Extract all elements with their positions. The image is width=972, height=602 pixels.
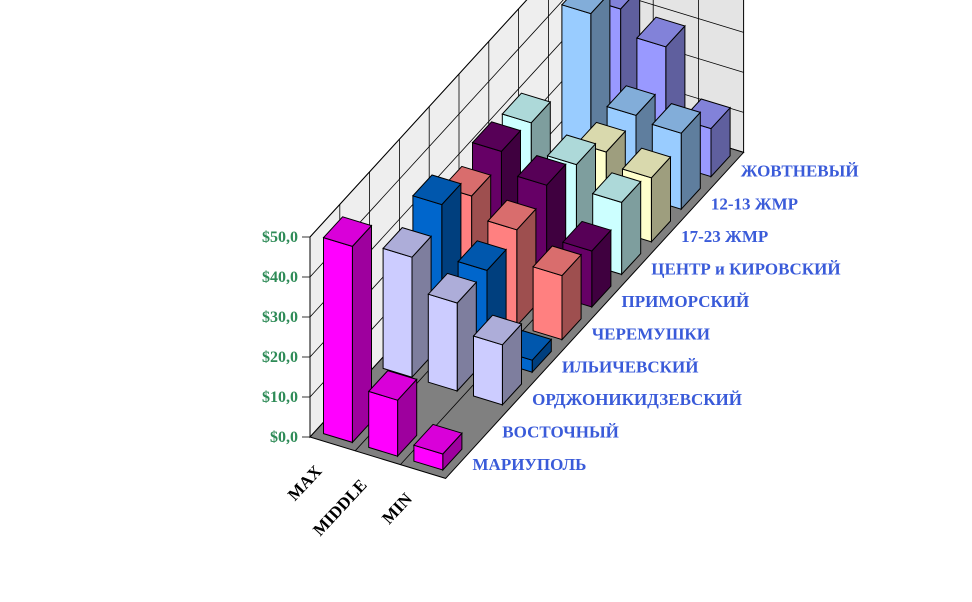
series-label: MAX [284,461,326,504]
bar-front-face [427,293,458,392]
y-tick-label: $30,0 [262,309,298,326]
bar-top-face [560,0,604,15]
bar-MIDDLE-ОРДЖОНИКИДЗЕВСКИЙ [427,272,478,393]
category-label: 17-23 ЖМР [681,227,768,246]
bar-front-face [323,236,353,444]
bar-top-face [322,216,373,247]
bar-top-face [472,314,523,346]
bar-MIN-МАРИУПОЛЬ [412,423,463,472]
y-tick-label: $0,0 [270,429,298,446]
bar-top-face [412,423,463,455]
bar-top-face [471,121,522,152]
bar-MAX-МАРИУПОЛЬ [322,216,373,444]
series-label: MIN [378,489,416,528]
bar-top-face [457,240,508,271]
bar-top-face [651,103,702,134]
series-label: MIDDLE [309,475,371,539]
category-label: 12-13 ЖМР [711,194,798,213]
y-tick-label: $20,0 [262,349,298,366]
bar-front-face [368,390,399,457]
category-label: ЦЕНТР и КИРОВСКИЙ [651,260,840,279]
bar-top-face [367,370,418,401]
bar-top-face [606,85,657,116]
bar-top-face [486,199,537,231]
bar-front-face [532,266,563,341]
category-label: ПРИМОРСКИЙ [622,292,750,311]
bar-top-face [411,174,462,206]
bar-top-face [621,147,672,179]
category-label: ИЛЬИЧЕВСКИЙ [562,357,699,376]
bar-front-face [473,335,503,406]
chart-bars [322,0,732,472]
bar-top-face [591,172,642,203]
bar-MAX-ОРДЖОНИКИДЗЕВСКИЙ [382,227,433,379]
y-tick-label: $40,0 [262,269,298,286]
gridline-side [636,0,744,33]
bar-top-face [427,272,478,304]
bar-front-face [382,247,413,378]
bar-top-face [561,220,612,252]
bar-top-face [546,134,597,166]
bar-top-face [382,227,433,258]
category-label: МАРИУПОЛЬ [473,455,587,474]
y-tick-label: $50,0 [262,229,298,246]
category-label: ВОСТОЧНЫЙ [502,423,619,442]
bar-top-face [501,92,552,124]
bar-MIN-ОРДЖОНИКИДЗЕВСКИЙ [472,314,523,407]
bar-top-face [532,245,583,277]
y-tick-label: $10,0 [262,389,298,406]
bar-top-face [516,155,567,186]
category-label: ЖОВТНЕВЫЙ [741,162,859,181]
bar-MIDDLE-МАРИУПОЛЬ [367,370,418,458]
category-label: ОРДЖОНИКИДЗЕВСКИЙ [532,390,742,409]
bar-MIN-ЧЕРЕМУШКИ [532,245,583,341]
bar-top-face [635,16,686,48]
category-label: ЧЕРЕМУШКИ [592,325,710,344]
